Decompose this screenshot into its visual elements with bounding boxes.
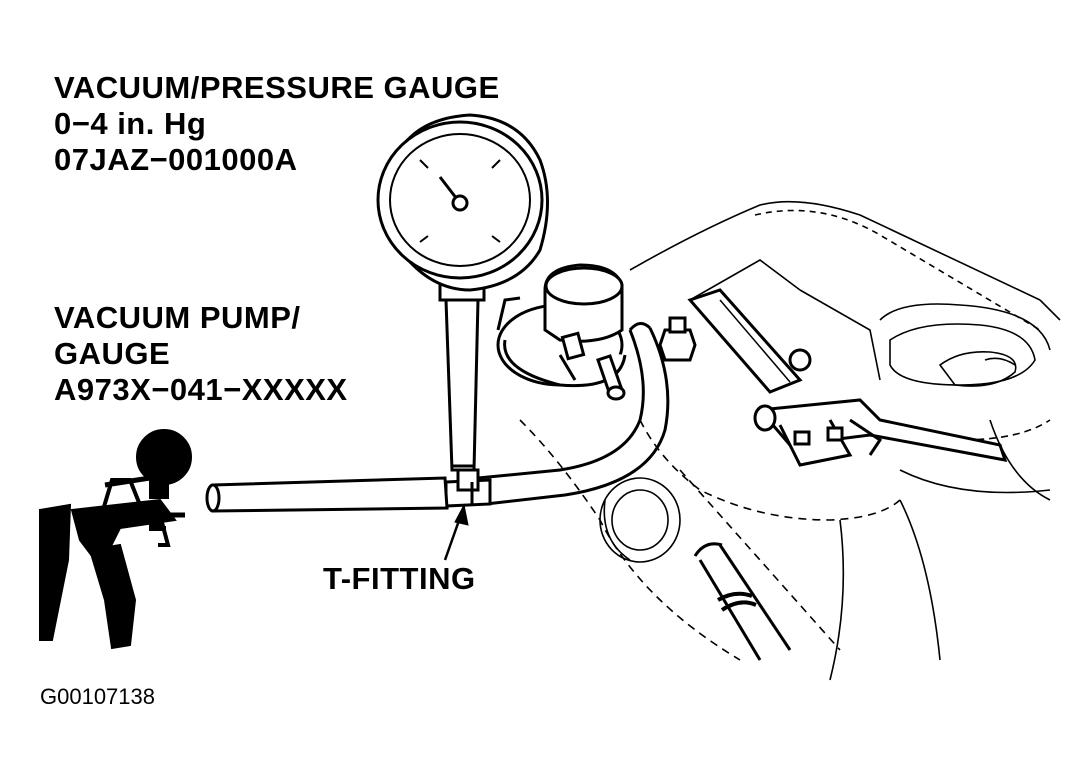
pump-hose xyxy=(205,476,449,513)
bracket-bar xyxy=(687,288,1008,467)
pump-label-name-cont: GAUGE xyxy=(54,336,171,371)
pump-label-name: VACUUM PUMP/ xyxy=(54,300,301,335)
gauge-label-name: VACUUM/PRESSURE GAUGE xyxy=(54,70,500,105)
t-fitting xyxy=(444,468,492,508)
t-fitting-label: T-FITTING xyxy=(323,561,476,596)
hand-vacuum-pump xyxy=(39,429,192,650)
pressure-gauge xyxy=(376,113,549,472)
figure-id: G00107138 xyxy=(40,684,155,709)
valve-assembly xyxy=(496,263,697,401)
gauge-label: VACUUM/PRESSURE GAUGE 0−4 in. Hg 07JAZ−0… xyxy=(54,70,500,178)
t-fitting-leader xyxy=(443,503,469,561)
pump-label: VACUUM PUMP/ GAUGE A973X−041−XXXXX xyxy=(54,300,348,408)
engine-background xyxy=(519,200,1061,681)
gauge-label-range: 0−4 in. Hg xyxy=(54,106,207,141)
pump-label-part-number: A973X−041−XXXXX xyxy=(54,372,348,407)
vacuum-hose xyxy=(477,322,670,506)
gauge-label-part-number: 07JAZ−001000A xyxy=(54,142,298,177)
